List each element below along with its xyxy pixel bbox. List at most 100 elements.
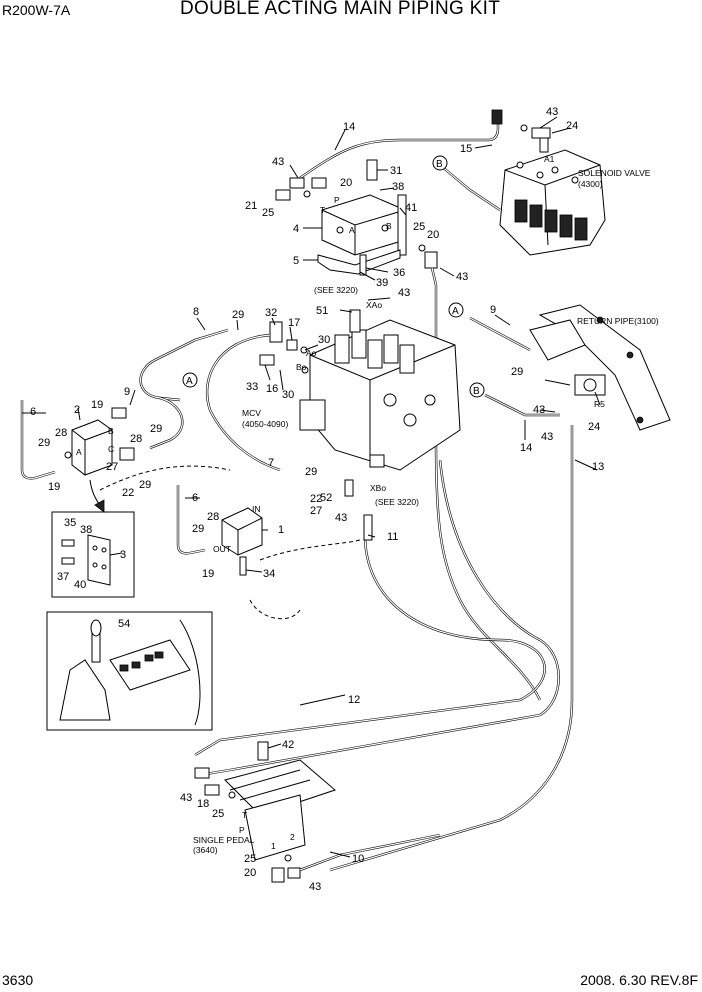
callout-33: 33: [246, 381, 258, 393]
callout-10: 10: [352, 853, 364, 865]
callout-24-right: 24: [588, 421, 600, 433]
bolt-31: [366, 159, 378, 181]
callout-27-left: 27: [106, 461, 118, 473]
label-port-r5: R5: [594, 399, 605, 409]
callout-43-top-left: 43: [272, 156, 284, 168]
solenoid-valve: [499, 149, 606, 256]
hose-9-right: [469, 316, 531, 352]
single-pedal: [194, 741, 336, 861]
label-see-3220-top: (SEE 3220): [314, 285, 358, 295]
model-code: R200W-7A: [2, 2, 71, 18]
fitting-52: [344, 479, 354, 497]
callout-21: 21: [245, 200, 257, 212]
callout-13: 13: [592, 461, 604, 473]
block-2: [64, 407, 135, 476]
hose-9-left: [149, 396, 184, 450]
label-port-a-left: A: [76, 447, 82, 457]
callout-43-right-c: 43: [541, 431, 553, 443]
callout-36: 36: [393, 267, 405, 279]
svg-text:A: A: [186, 376, 193, 387]
cab-inset-54: [46, 611, 213, 731]
label-return-pipe: RETURN PIPE(3100): [577, 316, 659, 326]
callout-16: 16: [266, 383, 278, 395]
hose-13: [329, 425, 574, 872]
callout-37: 37: [57, 571, 69, 583]
callout-11: 11: [387, 531, 398, 543]
hose-6-left: [20, 400, 56, 480]
label-port-in: IN: [252, 504, 261, 514]
label-port-1-pedal: 1: [271, 841, 276, 851]
callout-24-top: 24: [566, 120, 578, 132]
label-port-b-left: B: [108, 426, 114, 436]
page-number: 3630: [2, 972, 34, 988]
callout-22-left: 22: [122, 487, 134, 499]
block-4: [321, 194, 407, 256]
callout-43-right-b: 43: [533, 404, 545, 416]
label-port-t-top: T: [320, 205, 325, 215]
label-mcv-ref: (4050-4090): [242, 419, 288, 429]
label-mcv: MCV: [242, 408, 261, 418]
callout-41: 41: [405, 202, 417, 214]
label-single-pedal: SINGLE PEDAL: [193, 835, 255, 845]
callout-19-left: 19: [48, 481, 60, 493]
callout-40: 40: [74, 579, 86, 591]
label-port-a-top: A: [349, 225, 355, 235]
label-single-pedal-ref: (3640): [193, 845, 218, 855]
callout-20-right: 20: [427, 229, 439, 241]
callout-17: 17: [288, 317, 300, 329]
label-port-t-pedal: T: [242, 810, 247, 820]
hose-8: [139, 328, 229, 402]
callout-25-right: 25: [413, 221, 425, 233]
outline-dashed-2: [259, 539, 361, 561]
fittings-21-25: [275, 177, 327, 201]
callout-20-top: 20: [340, 177, 352, 189]
callout-39: 39: [376, 277, 388, 289]
callout-51: 51: [316, 305, 328, 317]
svg-text:A: A: [452, 306, 459, 317]
callout-28-center: 28: [207, 511, 219, 523]
callout-43-solenoid: 43: [546, 106, 558, 118]
callout-5: 5: [293, 255, 299, 267]
callout-4: 4: [293, 223, 299, 235]
callout-28-left: 28: [55, 427, 67, 439]
callout-42: 42: [282, 739, 294, 751]
ref-circle-b-top: B: [432, 155, 448, 171]
label-port-b-top: B: [386, 221, 392, 231]
callout-38-top: 38: [392, 181, 404, 193]
label-port-a1: A1: [544, 154, 555, 164]
svg-text:B: B: [436, 159, 443, 170]
callout-29-center: 29: [305, 466, 317, 478]
callout-3: 3: [120, 549, 126, 561]
callout-22-center-b: 22: [310, 493, 322, 505]
callout-29-top: 29: [232, 309, 244, 321]
callout-6-left: 6: [30, 406, 36, 418]
callout-9-left: 9: [124, 386, 130, 398]
callout-25-pedal-bottom: 25: [244, 853, 256, 865]
callout-54: 54: [118, 618, 130, 630]
callout-52: 52: [320, 492, 332, 504]
svg-text:B: B: [473, 386, 480, 397]
switch-1: [221, 507, 263, 576]
label-solenoid-ref: (4300): [578, 179, 603, 189]
callout-27-center: 27: [310, 505, 322, 517]
hose-14-top: [299, 109, 503, 211]
callout-29-bottom-left: 29: [139, 479, 151, 491]
callout-38-inset: 38: [80, 524, 92, 536]
label-port-p-top: P: [334, 195, 340, 205]
callout-15: 15: [460, 143, 472, 155]
callout-25-pedal: 25: [212, 808, 224, 820]
label-port-c-left: C: [108, 444, 114, 454]
fittings-17-30: [259, 321, 309, 374]
callout-6-center: 6: [192, 492, 198, 504]
callout-20-pedal-bottom: 20: [244, 867, 256, 879]
callout-18: 18: [197, 798, 209, 810]
callout-19-top-left: 19: [91, 399, 103, 411]
hose-10: [299, 833, 441, 872]
callout-14-right: 14: [520, 442, 532, 454]
callout-14-top: 14: [343, 121, 355, 133]
ref-circle-b-right: B: [469, 382, 485, 398]
label-see-3220-bottom: (SEE 3220): [375, 497, 419, 507]
callout-43-center: 43: [335, 512, 347, 524]
mcv-valve: [299, 319, 461, 471]
